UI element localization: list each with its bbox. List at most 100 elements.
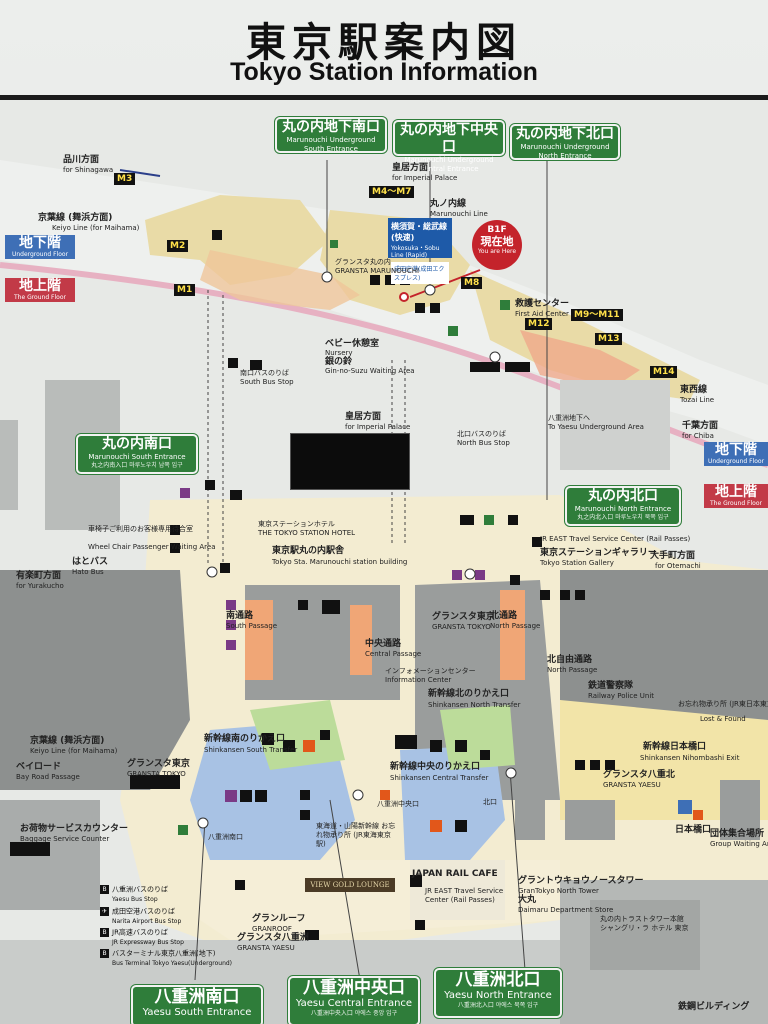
label-silver-bell-en: Gin-no-Suzu Waiting Area	[325, 367, 415, 375]
underground-concourse-north	[470, 270, 700, 400]
exit-label-en: Marunouchi South Entrance	[88, 453, 186, 461]
label-otemachi-en: for Otemachi	[655, 562, 701, 570]
label-keiyo-bottom-en: Keiyo Line (for Maihama)	[30, 747, 118, 755]
exit-yaesu-south[interactable]: 八重洲南口 Yaesu South Entrance	[131, 985, 263, 1024]
label-north-passage-en: North Passage	[490, 622, 541, 630]
shops-underground	[200, 250, 360, 310]
you-are-here-marker: B1F 現在地 You are Here	[472, 220, 522, 270]
label-parcel-en: Baggage Service Counter	[20, 835, 110, 843]
here-label-jp: 現在地	[480, 235, 514, 248]
label-yaesu-underground: 八重洲地下へ	[548, 414, 590, 422]
legend-yaesu-bus-en: Yaesu Bus Stop	[112, 895, 158, 903]
japan-rail-cafe-area	[410, 860, 505, 920]
metro-exit-m14[interactable]: M14	[650, 366, 678, 378]
metro-exit-m4-m7[interactable]: M4～M7	[369, 186, 415, 198]
label-tekko-building: 鉄鋼ビルディング	[678, 1002, 750, 1012]
exit-marunouchi-north[interactable]: 丸の内北口 Marunouchi North Entrance 丸之内北入口 마…	[565, 486, 681, 526]
exit-yaesu-north[interactable]: 八重洲北口 Yaesu North Entrance 八重洲北入口 야에스 북쪽…	[434, 968, 562, 1018]
label-japan-rail-cafe: JAPAN RAIL CAFE	[412, 869, 498, 879]
metro-exit-m2[interactable]: M2	[167, 240, 189, 252]
label-group-waiting-en: Group Waiting Area	[710, 840, 768, 848]
label-gran-roof-en: GRANROOF	[252, 925, 292, 933]
page-title-en: Tokyo Station Information	[230, 58, 538, 86]
label-gran-tokyo-north: グラントウキョウノースタワー	[518, 876, 644, 886]
metro-line-path	[119, 169, 161, 177]
label-central-passage-en: Central Passage	[365, 650, 422, 658]
label-shink-north: 新幹線北のりかえ口	[428, 689, 510, 699]
label-granstar-yaesu-north-en: GRANSTA YAESU	[603, 781, 661, 789]
bus-icon: B	[100, 885, 109, 894]
label-wheelchair-en: Wheel Chair Passenger Waiting Area	[88, 543, 216, 551]
legend-yaesu-bus-label: 八重洲バスのりば	[112, 885, 168, 894]
metro-exit-m12[interactable]: M12	[525, 318, 553, 330]
label-north-bus-en: North Bus Stop	[457, 439, 510, 447]
label-police-en: Railway Police Unit	[588, 692, 655, 700]
metro-exit-m9-m11[interactable]: M9～M11	[571, 309, 623, 321]
exit-yaesu-central[interactable]: 八重洲中央口 Yaesu Central Entrance 八重洲中央入口 야에…	[288, 976, 420, 1024]
label-keiyo-bottom: 京葉線 (舞浜方面)	[30, 736, 105, 746]
exit-label-jp: 丸の内南口	[102, 436, 172, 452]
transfer-green-1	[250, 700, 345, 770]
shop-block-3	[500, 590, 525, 680]
exit-label-en: Marunouchi North Entrance	[574, 505, 672, 513]
exit-label-jp: 丸の内北口	[588, 488, 658, 504]
label-police: 鉄道警察隊	[588, 681, 634, 691]
label-granstar-tokyo-en: GRANSTA TOKYO	[127, 770, 186, 778]
label-imperial-top-en: for Imperial Palace	[392, 174, 458, 182]
label-first-aid: 救護センター	[515, 299, 570, 309]
label-daimaru-en: Daimaru Department Store	[518, 906, 614, 914]
floor-ground-jp: 地上階	[19, 278, 61, 294]
exit-label-jp: 丸の内地下南口	[282, 119, 380, 135]
label-keiyo-top-en: Keiyo Line (for Maihama)	[52, 224, 140, 232]
floor-indicator-ground-right: 地上階 The Ground Floor	[704, 484, 768, 508]
exit-marunouchi-ug-north[interactable]: 丸の内地下北口 Marunouchi Underground North Ent…	[510, 124, 620, 160]
exit-label-en: Yaesu North Entrance	[444, 990, 552, 1001]
metro-exit-m1[interactable]: M1	[174, 284, 196, 296]
label-info-center: インフォメーションセンター	[385, 667, 476, 675]
label-shink-south: 新幹線南のりかえ口	[204, 734, 286, 744]
here-dot	[399, 292, 409, 302]
shinkansen-central-zone	[400, 745, 505, 860]
yokosuka-sobu-label: 横須賀・総武線 (快速)	[391, 222, 447, 242]
facility-icons	[10, 230, 703, 940]
label-nihonbashi-en: Shinkansen Nihombashi Exit	[640, 754, 740, 762]
label-lost: お忘れ物承り所 (JR東日本東京駅)	[678, 700, 768, 708]
yokosuka-sobu-en: Yokosuka・Sobu Line (Rapid)	[391, 245, 440, 259]
label-granstar-marunouchi: グランスタ丸の内	[335, 258, 391, 266]
label-parcel: お荷物サービスカウンター	[20, 824, 129, 834]
label-granstar-tokyo: グランスタ東京	[127, 759, 190, 769]
legend-narita-bus-en: Narita Airport Bus Stop	[112, 917, 182, 925]
exit-marunouchi-ug-central[interactable]: 丸の内地下中央口 Marunouchi Underground Central …	[393, 120, 505, 173]
label-north-bus: 北口バスのりば	[457, 430, 506, 438]
exit-label-jp: 八重洲中央口	[303, 978, 405, 998]
label-granstar-yaesu-en: GRANSTA YAESU	[237, 944, 295, 952]
trust-tower	[590, 900, 700, 970]
label-marunouchi-line-en: Marunouchi Line	[430, 210, 488, 218]
exit-label-sub: 八重洲北入口 야에스 북쪽 입구	[457, 1002, 539, 1009]
shop-block-1	[245, 600, 273, 680]
label-bay-road: ベイロード	[16, 762, 62, 772]
metro-exit-m8[interactable]: M8	[461, 277, 483, 289]
metro-exit-m3[interactable]: M3	[114, 173, 136, 185]
label-shink-south-en: Shinkansen South Transfer	[204, 746, 298, 754]
label-yaesu-south-small: 八重洲南口	[208, 833, 243, 841]
label-nihonbashi-exit: 日本橋口	[675, 825, 712, 835]
label-north-free: 北自由通路	[547, 655, 593, 665]
exit-marunouchi-ug-south[interactable]: 丸の内地下南口 Marunouchi Underground South Ent…	[275, 117, 387, 153]
label-granstar-yaesu-north: グランスタ八重北	[603, 770, 675, 780]
exit-label-sub: 丸之内北入口 마루노우치 북쪽 입구	[577, 514, 669, 521]
exit-label-en: Marunouchi Underground South Entrance	[286, 136, 376, 153]
page-title-jp: 東京駅案内図	[246, 20, 522, 66]
label-imperial-mid-en: for Imperial Palace	[345, 423, 411, 431]
here-floor: B1F	[487, 225, 507, 235]
label-nihonbashi: 新幹線日本橋口	[643, 742, 707, 752]
legend-terminal-en: Bus Terminal Tokyo Yaesu(Underground)	[112, 959, 233, 967]
metro-exit-m13[interactable]: M13	[595, 333, 623, 345]
exit-label-sub: 丸之内南入口 마루노우치 남쪽 입구	[91, 462, 183, 469]
label-chiba: 千葉方面	[682, 421, 719, 431]
floor-indicator-ground-left: 地上階 The Ground Floor	[5, 278, 75, 302]
shop-block-2	[350, 605, 372, 675]
exit-marunouchi-south[interactable]: 丸の内南口 Marunouchi South Entrance 丸之内南入口 마…	[76, 434, 198, 474]
